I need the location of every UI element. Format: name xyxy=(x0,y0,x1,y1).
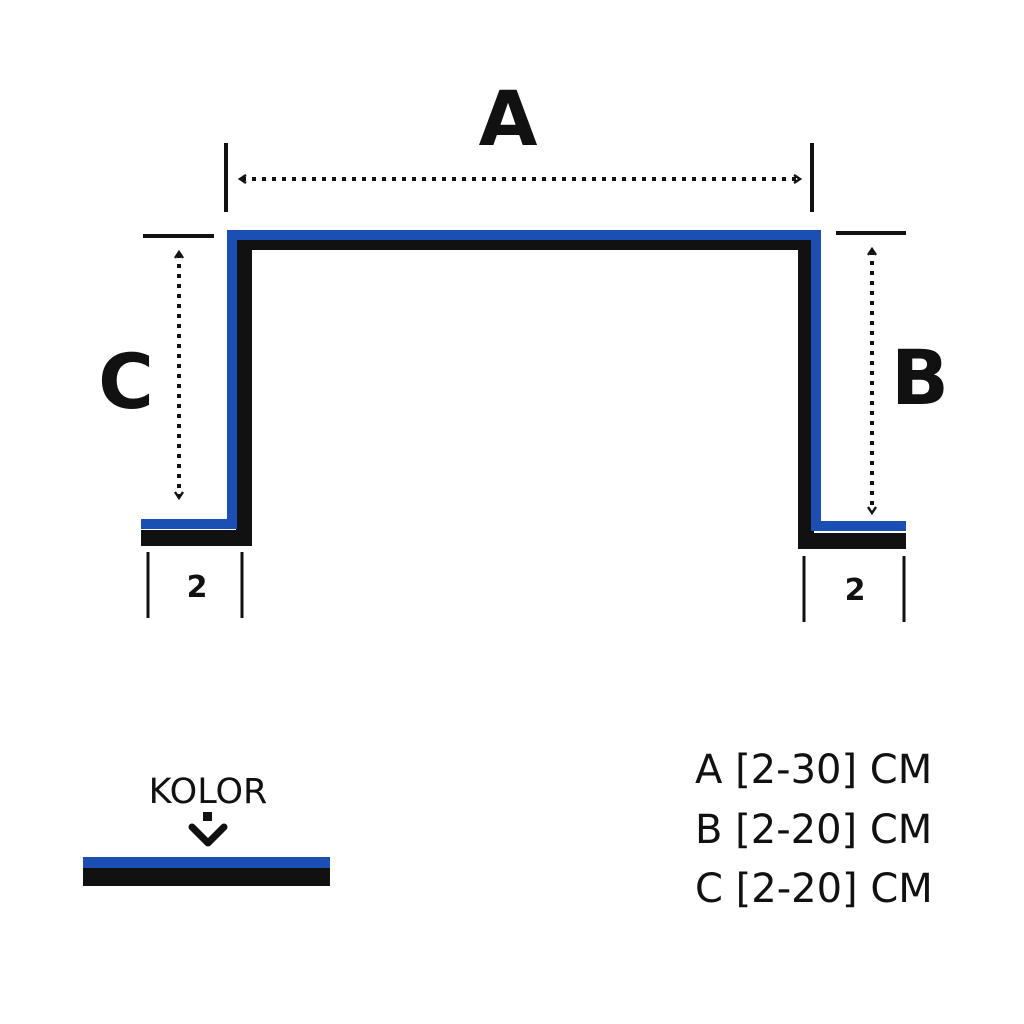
profile-blue-layer xyxy=(141,230,906,531)
spec-b: B [2-20] CM xyxy=(695,807,932,853)
spec-c: C [2-20] CM xyxy=(695,866,933,912)
profile-black-layer xyxy=(141,234,906,549)
kolor-arrow-stem xyxy=(203,812,212,821)
dimension-a-label: A xyxy=(479,74,538,163)
kolor-label: KOLOR xyxy=(149,772,268,812)
flange-right-label: 2 xyxy=(845,573,866,608)
kolor-strip-blue xyxy=(83,857,330,868)
dimension-b-label: B xyxy=(891,333,949,422)
flange-left-label: 2 xyxy=(187,570,208,605)
spec-a: A [2-30] CM xyxy=(695,747,932,793)
dimension-c-label: C xyxy=(98,337,154,426)
kolor-arrow-icon xyxy=(188,823,228,847)
kolor-strip-black xyxy=(83,868,330,886)
